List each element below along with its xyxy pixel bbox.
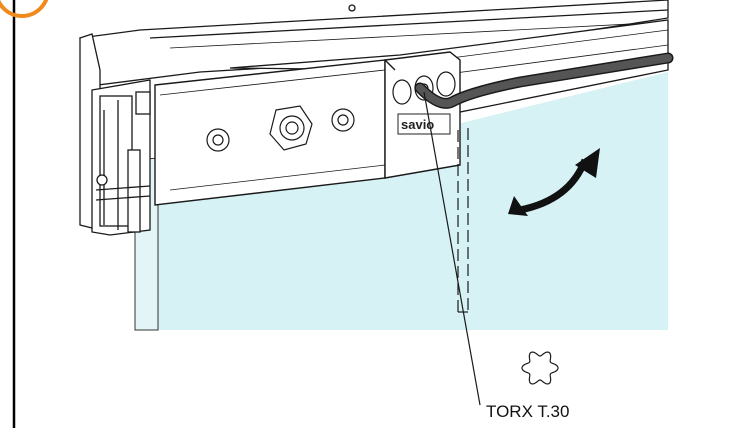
torx-key-tool <box>414 52 674 109</box>
hex-nut-center <box>269 105 313 151</box>
torx-screw-right <box>331 108 355 132</box>
side-profile <box>79 33 151 236</box>
clamp-screws <box>206 105 355 152</box>
step-marker-icon <box>0 0 49 18</box>
glass-panel <box>134 72 668 331</box>
torx-star-icon <box>521 351 559 385</box>
brand-logo: savio <box>397 113 451 135</box>
brand-logo-text: savio <box>401 117 434 132</box>
rotation-arrow-icon <box>508 148 600 216</box>
callout-leader-line <box>423 91 481 406</box>
torx-size-label: TORX T.30 <box>486 402 569 421</box>
torx-screw-left <box>206 128 230 152</box>
